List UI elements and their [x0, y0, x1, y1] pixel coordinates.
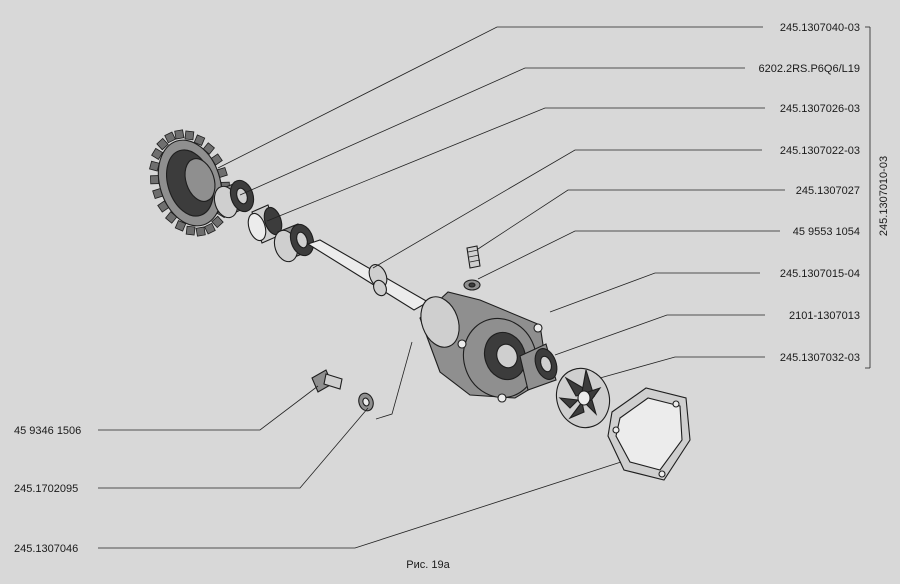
- set-screw: [466, 245, 481, 269]
- pulley-tooth: [185, 225, 196, 236]
- bearing-2: [273, 223, 315, 263]
- gasket: [607, 387, 691, 481]
- callout-gasket: 245.1307046: [14, 543, 78, 555]
- pulley-tooth: [174, 129, 185, 140]
- pulley-tooth: [184, 130, 195, 141]
- callouts-left: 45 9346 1506 245.1702095 245.1307046: [14, 425, 81, 555]
- pulley-tooth: [204, 222, 216, 235]
- callout-nut: 45 9553 1054: [793, 226, 860, 238]
- assembly-bracket: 245.1307010-03: [865, 26, 890, 369]
- pulley-tooth: [149, 160, 160, 172]
- assembly-label: 245.1307010-03: [878, 156, 890, 236]
- callout-seal: 2101-1307013: [789, 310, 860, 322]
- pulley-tooth: [150, 175, 160, 185]
- bolt: [311, 369, 343, 393]
- pulley-tooth: [211, 215, 224, 229]
- pulley-tooth: [174, 220, 187, 232]
- impeller: [555, 367, 611, 429]
- pulley-tooth: [164, 131, 176, 144]
- callout-spacer: 245.1307026-03: [780, 103, 860, 115]
- pump-shaft: [306, 239, 430, 311]
- callout-shaft: 245.1307022-03: [780, 145, 860, 157]
- spacer-sleeve: [247, 204, 283, 244]
- pulley-tooth: [151, 147, 164, 160]
- washer: [358, 392, 374, 412]
- callout-set-screw: 245.1307027: [796, 185, 860, 197]
- callout-housing: 245.1307015-04: [780, 268, 860, 280]
- seal: [519, 343, 558, 391]
- small-nut: [463, 279, 481, 291]
- pump-housing: [419, 291, 549, 403]
- callout-bearing: 6202.2RS.P6Q6/L19: [758, 63, 860, 75]
- bearing-1: [213, 179, 255, 219]
- leader-lines: [98, 26, 785, 549]
- toothed-pulley: [149, 129, 231, 237]
- callout-impeller: 245.1307032-03: [780, 352, 860, 364]
- figure-caption: Рис. 19а: [406, 559, 450, 571]
- pulley-tooth: [156, 137, 169, 151]
- callouts-right: 245.1307040-03 6202.2RS.P6Q6/L19 245.130…: [758, 22, 860, 364]
- callout-washer: 245.1702095: [14, 483, 78, 495]
- pulley-tooth: [195, 226, 206, 237]
- callout-pulley: 245.1307040-03: [780, 22, 860, 34]
- pulley-tooth: [193, 134, 206, 146]
- callout-bolt: 45 9346 1506: [14, 425, 81, 437]
